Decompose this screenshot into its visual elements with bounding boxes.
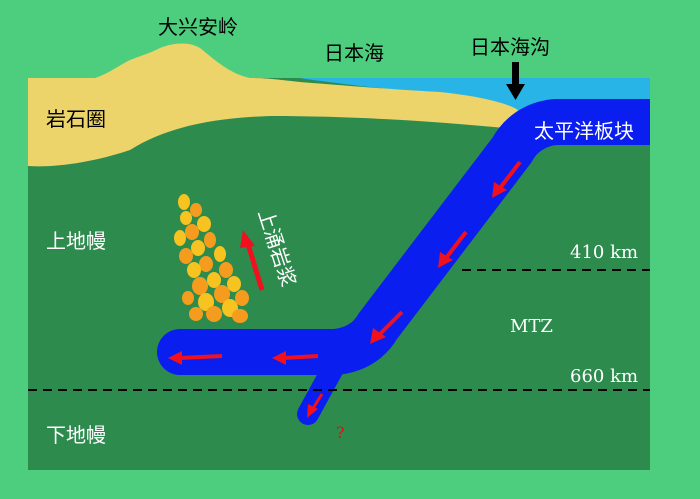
label-daxinganling: 大兴安岭 [158, 15, 238, 39]
slab-tail [297, 341, 353, 425]
label-unknown-depth: ? [336, 423, 345, 442]
label-lower-mantle: 下地幔 [46, 423, 106, 447]
flow-arrow-5 [168, 351, 223, 365]
label-upper-mantle: 上地幔 [46, 229, 106, 253]
down-arrow-icon [506, 62, 525, 100]
label-mtz: MTZ [510, 316, 553, 337]
label-sea-of-japan: 日本海 [324, 41, 384, 65]
label-depth-660: 660 km [570, 366, 638, 387]
label-depth-410: 410 km [570, 242, 638, 263]
label-japan-trench: 日本海沟 [470, 35, 550, 59]
slab-flow-arrows [168, 160, 522, 418]
lithosphere-crust [28, 43, 518, 167]
flow-arrow-2 [438, 230, 468, 268]
flow-arrow-3 [370, 310, 404, 344]
upwelling-arrow [240, 230, 265, 291]
flow-arrow-6 [307, 393, 324, 418]
flow-arrow-4 [272, 351, 319, 365]
label-pacific-plate: 太平洋板块 [534, 119, 634, 143]
flow-arrow-1 [492, 160, 522, 198]
upwelling-magma [174, 194, 249, 323]
label-lithosphere: 岩石圈 [46, 107, 106, 131]
